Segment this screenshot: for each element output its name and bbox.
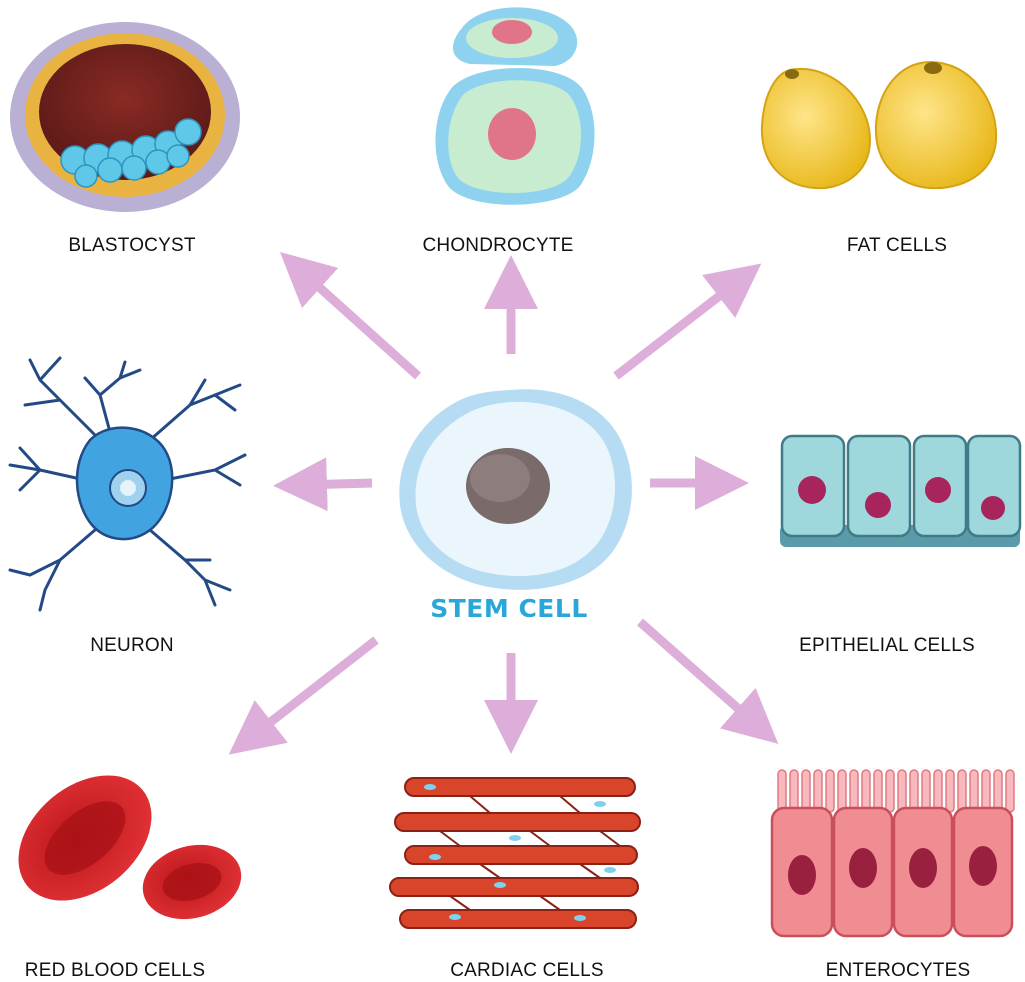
blastocyst-icon — [10, 22, 240, 212]
label-blastocyst: BLASTOCYST — [68, 235, 196, 256]
neuron-icon — [8, 356, 247, 612]
stem-cell-label: STEM CELL — [430, 594, 588, 623]
label-red-blood-cells: RED BLOOD CELLS — [24, 960, 206, 981]
label-chondrocyte: CHONDROCYTE — [422, 235, 574, 256]
fat-cells-icon — [760, 60, 998, 190]
arrow-to-neuron — [273, 457, 373, 512]
arrows — [228, 251, 779, 755]
arrow-to-red-blood-cells — [228, 636, 379, 755]
stem-cell-icon — [399, 389, 632, 590]
arrow-to-blastocyst — [279, 251, 422, 380]
label-cardiac-cells: CARDIAC CELLS — [450, 960, 604, 981]
chondrocyte-icon — [435, 7, 595, 205]
cardiac-cells-icon — [389, 777, 641, 929]
enterocytes-icon — [770, 769, 1015, 938]
arrow-to-fat-cells — [613, 263, 762, 380]
label-enterocytes: ENTEROCYTES — [825, 960, 971, 981]
red-blood-cells-icon — [18, 775, 242, 920]
epithelial-cells-icon — [780, 434, 1022, 547]
arrow-to-enterocytes — [637, 618, 779, 744]
label-fat-cells: FAT CELLS — [846, 235, 948, 256]
label-neuron: NEURON — [90, 635, 174, 656]
label-epithelial-cells: EPITHELIAL CELLS — [799, 635, 975, 656]
